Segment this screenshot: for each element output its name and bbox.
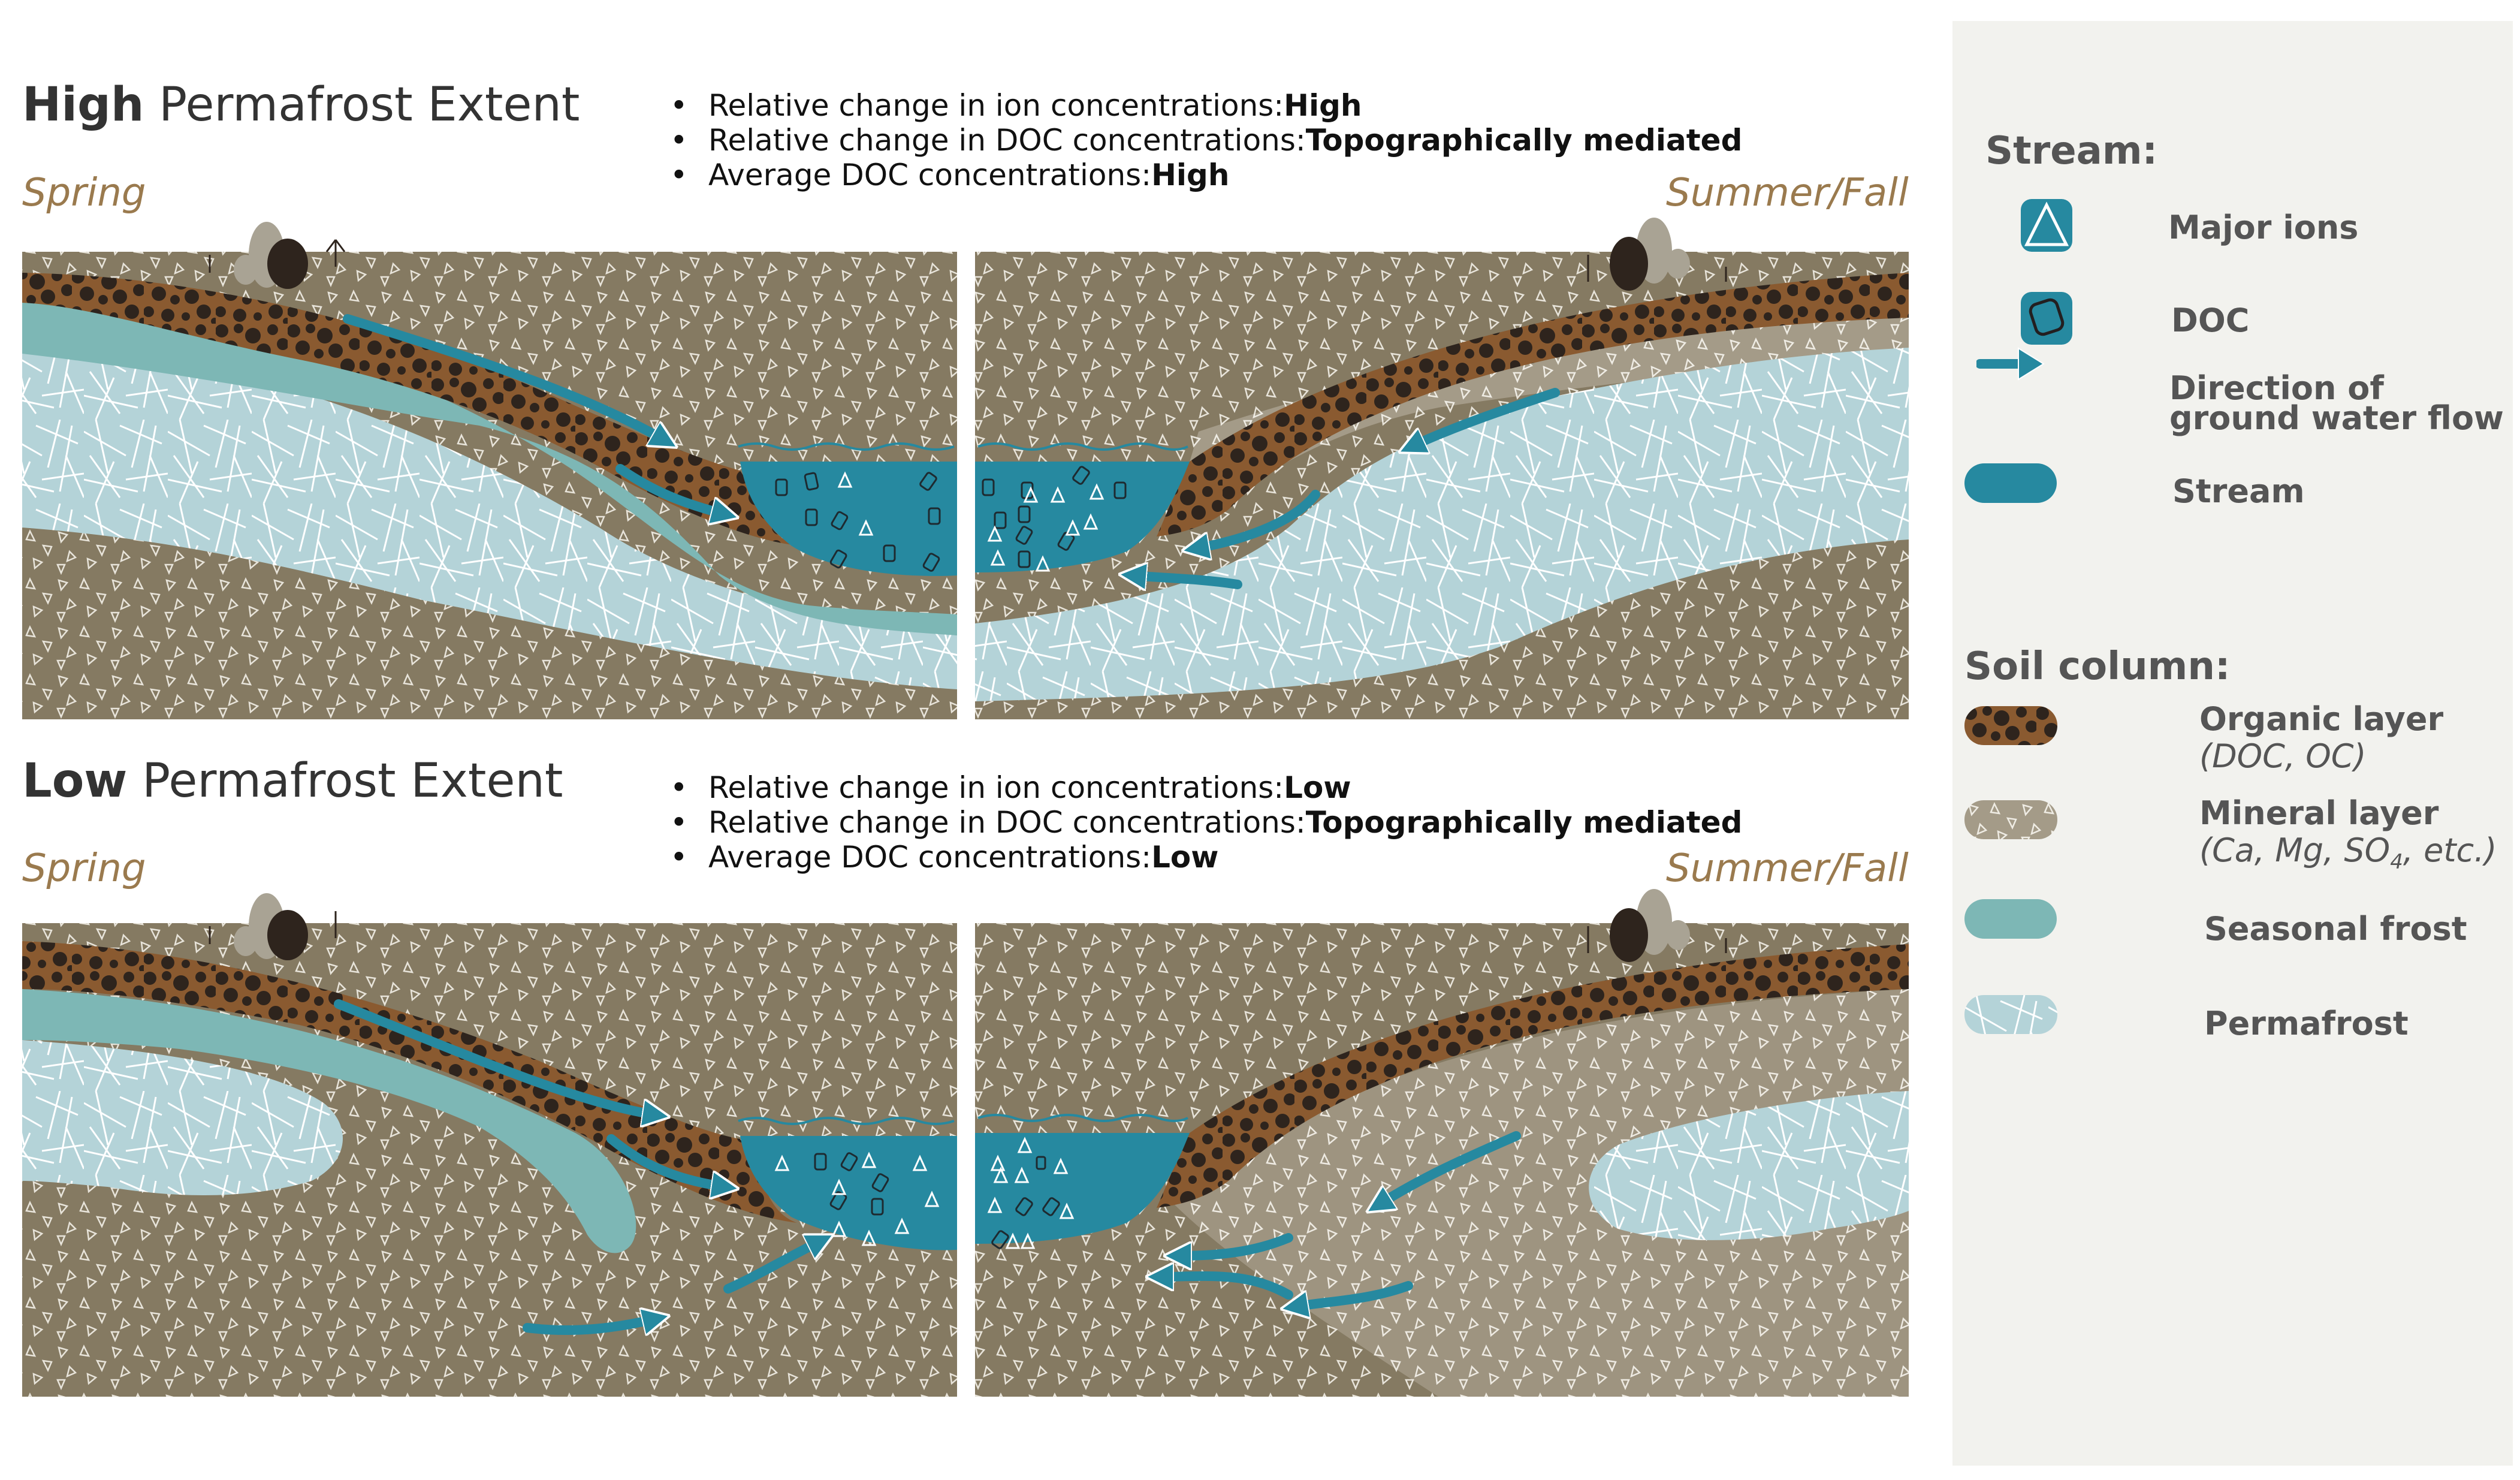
vegetation-icon: [209, 893, 337, 960]
season-label-spring: Spring: [22, 846, 146, 891]
legend-label-seasonal-frost: Seasonal frost: [2204, 910, 2467, 948]
permafrost-layer: [22, 336, 957, 689]
bullet-icon: •: [670, 158, 688, 192]
seasonal-frost-layer: [22, 288, 957, 635]
legend-panel: Stream: Major ions DOC Direction of grou…: [1952, 21, 2513, 1466]
bullet-label: Average DOC concentrations:: [708, 158, 1152, 192]
organic-swatch: [1964, 706, 2057, 745]
bullet-label: Relative change in ion concentrations:: [708, 770, 1284, 805]
panel-low-spring: [22, 923, 957, 1397]
title-emphasis: High: [22, 78, 144, 132]
permafrost-swatch: [1964, 995, 2057, 1034]
bullet-value: Low: [1151, 840, 1219, 875]
sub-pre: (Ca, Mg, SO: [2199, 831, 2391, 869]
legend-label-permafrost: Permafrost: [2204, 1005, 2409, 1042]
organic-layer: [1157, 273, 1909, 536]
organic-layer: [22, 273, 797, 545]
label-main: Organic layer: [2199, 700, 2444, 738]
bullet-label: Average DOC concentrations:: [708, 840, 1152, 875]
bullet-item: • Average DOC concentrations: Low: [670, 840, 1742, 875]
bullet-label: Relative change in DOC concentrations:: [708, 805, 1306, 840]
bullet-value: Low: [1284, 770, 1351, 805]
legend-label-organic: Organic layer (DOC, OC): [2199, 703, 2443, 775]
vegetation-icon: [1587, 889, 1727, 962]
legend-label-doc: DOC: [2171, 302, 2250, 339]
stream-swatch: [1964, 463, 2057, 503]
label-line-2: ground water flow: [2169, 399, 2504, 437]
bullet-icon: •: [670, 840, 688, 875]
title-rest: Permafrost Extent: [144, 78, 580, 132]
bullet-icon: •: [670, 123, 688, 158]
bullets-high: •Relative change in ion concentrations: …: [670, 88, 1742, 192]
bullet-icon: •: [670, 770, 688, 805]
season-label-summer-fall: Summer/Fall: [1666, 171, 1909, 215]
bullet-item: •Relative change in ion concentrations: …: [670, 770, 1742, 805]
vegetation-icon: [209, 222, 346, 289]
season-label-summer-fall: Summer/Fall: [1666, 846, 1909, 891]
flow-arrows: [343, 314, 725, 514]
sub-subscript: 4: [2390, 849, 2403, 874]
water-surface: [977, 442, 1188, 451]
title-rest: Permafrost Extent: [127, 754, 563, 808]
legend-heading-stream: Stream:: [1985, 129, 2158, 173]
legend-label-mineral: Mineral layer (Ca, Mg, SO4, etc.): [2199, 797, 2497, 877]
bullet-icon: •: [670, 88, 688, 123]
vegetation-icon: [1587, 218, 1727, 291]
legend-label-stream: Stream: [2172, 472, 2305, 510]
stream-water: [975, 1133, 1190, 1244]
bullet-item: •Relative change in DOC concentrations: …: [670, 123, 1742, 158]
permafrost-layer: [975, 348, 1909, 701]
section-title-high: High Permafrost Extent: [22, 78, 580, 132]
title-emphasis: Low: [22, 754, 128, 808]
permafrost-layer: [22, 1040, 343, 1195]
label-main: Mineral layer: [2199, 794, 2439, 832]
bullet-value: High: [1151, 158, 1230, 192]
triangle-icon: [2021, 199, 2072, 252]
bullet-label: Relative change in DOC concentrations:: [708, 123, 1306, 158]
legend-heading-soil: Soil column:: [1964, 644, 2231, 689]
bullet-value: Topographically mediated: [1305, 805, 1743, 840]
arrow-right-icon: [1976, 347, 2045, 381]
seasonal-frost-layer: [22, 989, 636, 1253]
bullet-item: •Relative change in DOC concentrations: …: [670, 805, 1742, 840]
section-title-low: Low Permafrost Extent: [22, 754, 563, 808]
bullet-item: • Average DOC concentrations: High: [670, 158, 1742, 192]
label-sub: (Ca, Mg, SO4, etc.): [2199, 834, 2497, 877]
bullets-low: •Relative change in ion concentrations: …: [670, 770, 1742, 875]
permafrost-layer: [1589, 1091, 1909, 1240]
mineral-swatch: [1964, 800, 2057, 839]
stream-solutes: [775, 472, 941, 572]
panel-high-spring: [22, 252, 957, 719]
sub-post: , etc.): [2403, 831, 2497, 869]
label-sub: (DOC, OC): [2199, 737, 2367, 775]
season-label-spring: Spring: [22, 171, 146, 215]
legend-label-groundwater-flow: Direction of ground water flow: [2169, 369, 2504, 437]
stream-water: [975, 462, 1190, 572]
rounded-square-icon: [2021, 292, 2072, 345]
bullet-icon: •: [670, 805, 688, 840]
legend-label-major-ions: Major ions: [2168, 209, 2359, 246]
panel-high-summer: [975, 252, 1909, 719]
seasonal-frost-swatch: [1964, 899, 2057, 939]
stream-ions: [837, 471, 874, 536]
stream-water: [740, 462, 957, 576]
organic-layer: [1157, 944, 1909, 1208]
label-line-1: Direction of: [2169, 369, 2384, 407]
water-surface: [738, 442, 955, 451]
panel-low-summer: [975, 923, 1909, 1397]
bullet-value: High: [1284, 88, 1362, 123]
bullet-item: •Relative change in ion concentrations: …: [670, 88, 1742, 123]
bullet-label: Relative change in ion concentrations:: [708, 88, 1284, 123]
bullet-value: Topographically mediated: [1305, 123, 1743, 158]
